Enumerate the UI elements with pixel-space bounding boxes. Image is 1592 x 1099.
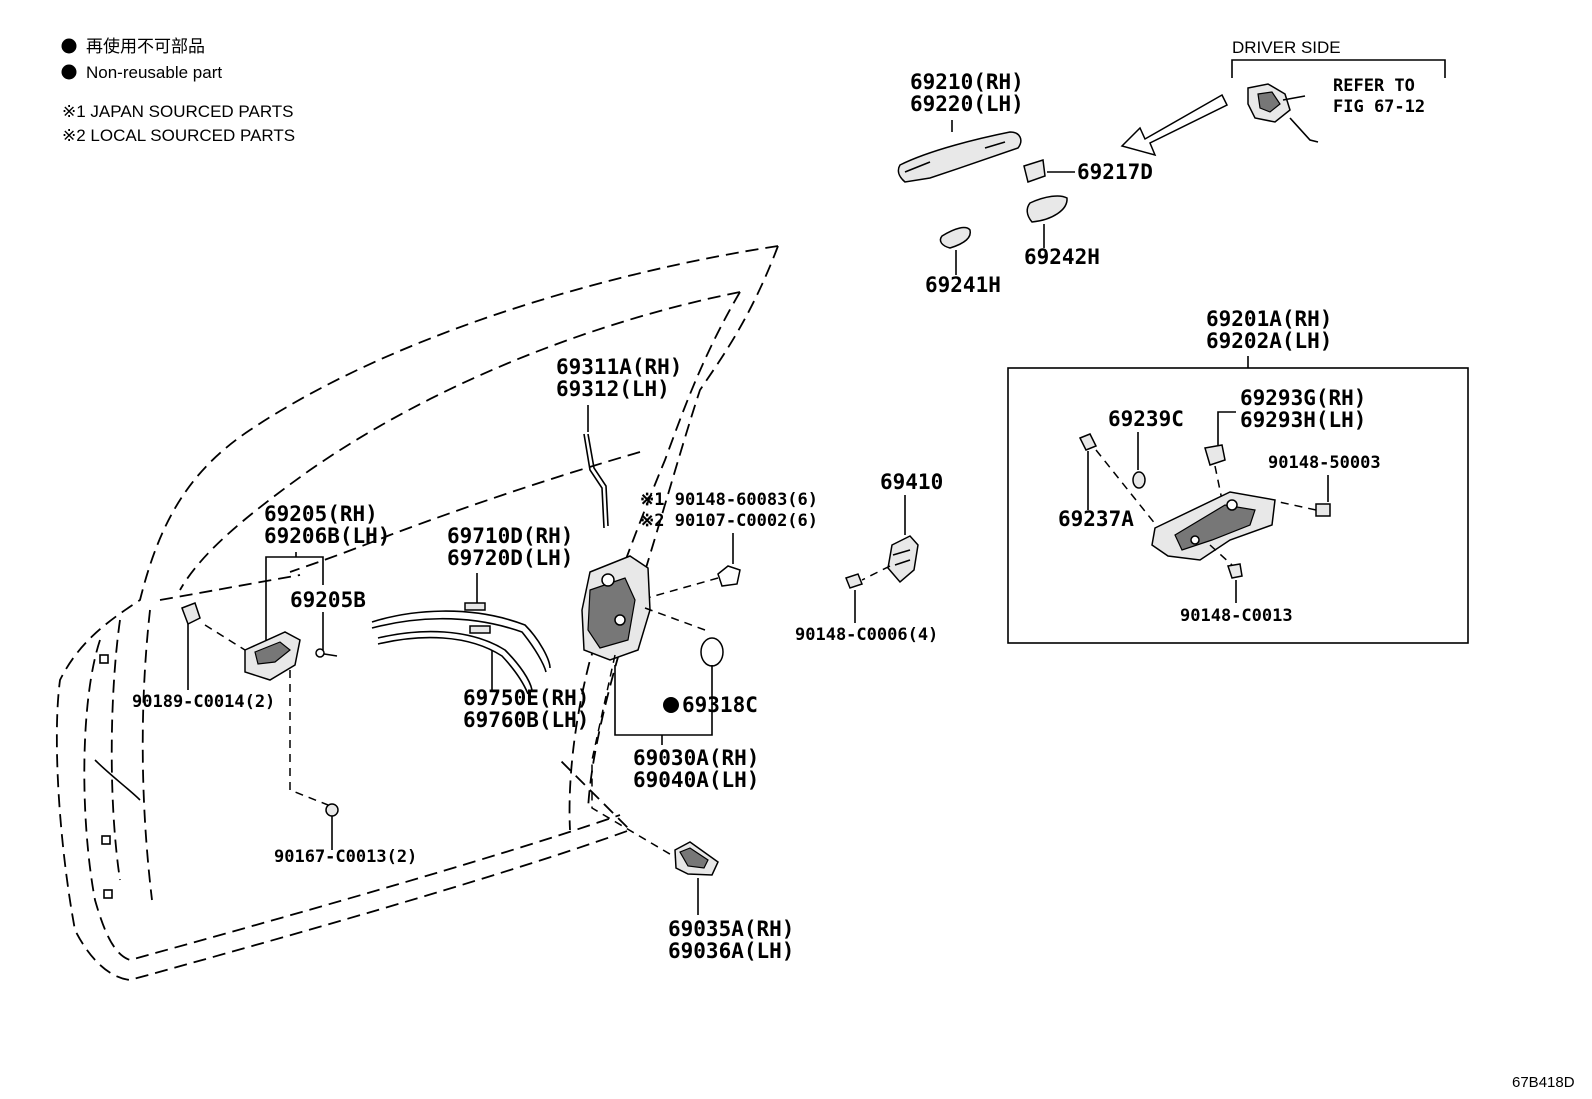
bolt-90148-50003-part xyxy=(1315,503,1331,517)
label-90148-c0013: 90148-C0013 xyxy=(1180,606,1293,626)
driver-side-reference: DRIVER SIDE REFER TO FIG 67-12 xyxy=(1120,38,1446,157)
label-69040a-lh: 69040A(LH) xyxy=(633,768,759,792)
handle-frame-group: 69201A(RH) 69202A(LH) 69239C 69293G(RH) … xyxy=(1007,307,1469,644)
legend-japan-sourced: ※1 JAPAN SOURCED PARTS xyxy=(62,102,294,121)
striker-screw-part xyxy=(845,573,863,589)
label-69205-rh: 69205(RH) xyxy=(264,502,378,526)
non-reusable-dot-icon xyxy=(61,64,77,80)
label-69036a-lh: 69036A(LH) xyxy=(668,939,794,963)
handle-pad-part xyxy=(1023,159,1046,183)
diagram-code: 67B418D xyxy=(1512,1074,1575,1091)
label-90189-c0014: 90189-C0014(2) xyxy=(132,692,275,712)
label-69710d-rh: 69710D(RH) xyxy=(447,524,573,548)
clip-part xyxy=(181,602,201,626)
label-69750e-rh: 69750E(RH) xyxy=(463,686,589,710)
label-69237a: 69237A xyxy=(1058,507,1134,531)
label-69201a-rh: 69201A(RH) xyxy=(1206,307,1332,331)
striker-group: 69410 90148-C0006(4) xyxy=(795,470,943,645)
inside-cable-part xyxy=(371,610,551,669)
handle-cap-part xyxy=(939,226,971,249)
grommet-part xyxy=(700,637,724,667)
refer-fig-text: FIG 67-12 xyxy=(1333,97,1425,117)
door-lock-group: ※1 90148-60083(6) ※2 90107-C0002(6) 6931… xyxy=(581,490,818,861)
lock-screw-part xyxy=(717,565,741,587)
label-69410: 69410 xyxy=(880,470,943,494)
handle-frame-box xyxy=(1007,367,1469,644)
legend-jp-note: 再使用不可部品 xyxy=(86,36,205,56)
label-69312-lh: 69312(LH) xyxy=(556,377,670,401)
label-90148-60083: ※1 90148-60083(6) xyxy=(640,490,818,510)
label-69318c: 69318C xyxy=(682,693,758,717)
inside-handle-group: 69205(RH) 69206B(LH) 69205B 90189-C0014(… xyxy=(132,502,417,867)
reference-arrow-icon xyxy=(1120,93,1229,157)
lock-rod-group: 69311A(RH) 69312(LH) xyxy=(556,355,682,529)
legend-local-sourced: ※2 LOCAL SOURCED PARTS xyxy=(62,126,295,145)
handle-cover-part xyxy=(1026,195,1068,223)
cover-69237a-part xyxy=(1078,433,1098,451)
label-90107-c0002: ※2 90107-C0002(6) xyxy=(640,511,818,531)
cable-group: 69710D(RH) 69720D(LH) 69750E(RH) 69760B(… xyxy=(371,524,589,732)
non-reusable-dot-icon xyxy=(61,38,77,54)
legend-en-note: Non-reusable part xyxy=(86,63,222,82)
driver-side-title: DRIVER SIDE xyxy=(1232,38,1341,57)
label-69293h-lh: 69293H(LH) xyxy=(1240,408,1366,432)
label-69311a-rh: 69311A(RH) xyxy=(556,355,682,379)
label-90148-50003: 90148-50003 xyxy=(1268,453,1381,473)
label-69210-rh: 69210(RH) xyxy=(910,70,1024,94)
non-reusable-dot-icon xyxy=(663,697,679,713)
outside-handle-group: 69210(RH) 69220(LH) 69217D 69242H 69241H xyxy=(897,70,1153,297)
label-69293g-rh: 69293G(RH) xyxy=(1240,386,1366,410)
label-69720d-lh: 69720D(LH) xyxy=(447,546,573,570)
striker-part xyxy=(887,535,919,584)
label-69030a-rh: 69030A(RH) xyxy=(633,746,759,770)
label-69242h: 69242H xyxy=(1024,245,1100,269)
label-90148-c0006: 90148-C0006(4) xyxy=(795,625,938,645)
label-69035a-rh: 69035A(RH) xyxy=(668,917,794,941)
label-69220-lh: 69220(LH) xyxy=(910,92,1024,116)
label-90167-c0013: 90167-C0013(2) xyxy=(274,847,417,867)
label-69206b-lh: 69206B(LH) xyxy=(264,524,390,548)
bolt-90148-c0013-part xyxy=(1227,563,1243,579)
refer-to-text: REFER TO xyxy=(1333,76,1415,96)
label-69217d: 69217D xyxy=(1077,160,1153,184)
label-69241h: 69241H xyxy=(925,273,1001,297)
legend: 再使用不可部品 Non-reusable part ※1 JAPAN SOURC… xyxy=(61,36,295,145)
outside-handle-part xyxy=(897,131,1022,183)
label-69205b: 69205B xyxy=(290,588,366,612)
label-69202a-lh: 69202A(LH) xyxy=(1206,329,1332,353)
label-69760b-lh: 69760B(LH) xyxy=(463,708,589,732)
lock-rod-part xyxy=(583,433,605,529)
clip-69293-part xyxy=(1204,444,1226,466)
door-lock-cover-group: 69035A(RH) 69036A(LH) xyxy=(668,841,794,963)
label-69239c: 69239C xyxy=(1108,407,1184,431)
